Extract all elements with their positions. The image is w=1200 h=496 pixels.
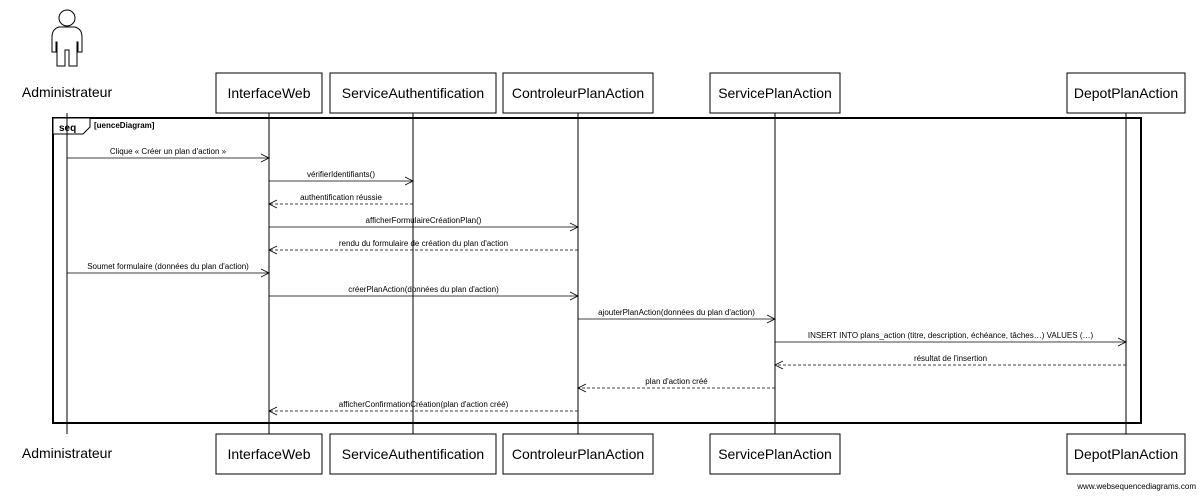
message-8-label: ajouterPlanAction(données du plan d'acti… xyxy=(598,308,755,317)
participant-svc-bottom: ServicePlanAction xyxy=(709,433,841,475)
participant-auth-bottom-box xyxy=(329,433,497,475)
participant-repo-top: DepotPlanAction xyxy=(1066,72,1186,114)
message-12-label: afficherConfirmationCréation(plan d'acti… xyxy=(339,400,509,409)
message-3-label: authentification réussie xyxy=(300,193,382,202)
message-4-arrowhead xyxy=(569,222,579,232)
participant-admin-bottom: Administrateur xyxy=(22,445,113,461)
message-11: plan d'action créé xyxy=(577,377,775,393)
message-10: résultat de l'insertion xyxy=(774,354,1126,370)
message-12: afficherConfirmationCréation(plan d'acti… xyxy=(268,400,578,416)
participant-ctrl-top-box xyxy=(502,72,654,114)
message-1-label: Clique « Créer un plan d'action » xyxy=(110,147,227,156)
participant-web-top-label: InterfaceWeb xyxy=(227,85,310,101)
message-5-arrowhead xyxy=(268,245,278,255)
participant-admin-top-label: Administrateur xyxy=(22,84,113,100)
message-7-label: créerPlanAction(données du plan d'action… xyxy=(348,285,499,294)
participant-svc-top-label: ServicePlanAction xyxy=(718,85,832,101)
participant-ctrl-top-label: ControleurPlanAction xyxy=(512,85,644,101)
participant-web-bottom-box xyxy=(215,433,323,475)
message-1: Clique « Créer un plan d'action » xyxy=(67,147,270,163)
message-10-arrowhead xyxy=(774,360,784,370)
message-9: INSERT INTO plans_action (titre, descrip… xyxy=(775,331,1127,347)
participant-ctrl-bottom: ControleurPlanAction xyxy=(502,433,654,475)
message-3-arrowhead xyxy=(268,199,278,209)
participant-repo-bottom-label: DepotPlanAction xyxy=(1074,446,1178,462)
message-1-arrowhead xyxy=(260,153,270,163)
message-2-label: vérifierIdentifiants() xyxy=(307,170,375,179)
participant-admin-bottom-label: Administrateur xyxy=(22,445,113,461)
frame-label: seq xyxy=(59,123,76,134)
frame-text: [uenceDiagram] xyxy=(94,121,155,130)
participant-repo-top-label: DepotPlanAction xyxy=(1074,85,1178,101)
message-2-arrowhead xyxy=(404,176,414,186)
participant-auth-top: ServiceAuthentification xyxy=(329,72,497,114)
participant-web-bottom-label: InterfaceWeb xyxy=(227,446,310,462)
participant-web-top-box xyxy=(215,72,323,114)
participant-auth-bottom-label: ServiceAuthentification xyxy=(342,446,484,462)
participant-ctrl-bottom-label: ControleurPlanAction xyxy=(512,446,644,462)
participant-svc-bottom-label: ServicePlanAction xyxy=(718,446,832,462)
participants-bottom: Administrateur InterfaceWeb ServiceAuthent… xyxy=(22,433,1186,475)
participant-ctrl-top: ControleurPlanAction xyxy=(502,72,654,114)
participant-web-top: InterfaceWeb xyxy=(215,72,323,114)
message-7-arrowhead xyxy=(569,291,579,301)
participant-svc-top: ServicePlanAction xyxy=(709,72,841,114)
message-3: authentification réussie xyxy=(268,193,413,209)
message-5-label: rendu du formulaire de création du plan … xyxy=(339,239,508,248)
message-7: créerPlanAction(données du plan d'action… xyxy=(269,285,579,301)
participant-auth-top-box xyxy=(329,72,497,114)
message-9-label: INSERT INTO plans_action (titre, descrip… xyxy=(808,331,1094,340)
participant-svc-bottom-box xyxy=(709,433,841,475)
message-8-arrowhead xyxy=(766,314,776,324)
message-12-arrowhead xyxy=(268,406,278,416)
participants-top: Administrateur InterfaceWeb ServiceAuthent… xyxy=(22,9,1186,114)
participant-ctrl-bottom-box xyxy=(502,433,654,475)
participant-auth-top-label: ServiceAuthentification xyxy=(342,85,484,101)
message-6-arrowhead xyxy=(260,268,270,278)
admin-actor-icon xyxy=(51,9,83,67)
message-6-label: Soumet formulaire (données du plan d'act… xyxy=(87,262,249,271)
message-11-arrowhead xyxy=(577,383,587,393)
participant-repo-top-box xyxy=(1066,72,1186,114)
participant-auth-bottom: ServiceAuthentification xyxy=(329,433,497,475)
participant-web-bottom: InterfaceWeb xyxy=(215,433,323,475)
messages: Clique « Créer un plan d'action » vérifie… xyxy=(67,147,1127,416)
message-8: ajouterPlanAction(données du plan d'acti… xyxy=(578,308,776,324)
message-4-label: afficherFormulaireCréationPlan() xyxy=(366,216,482,225)
message-6: Soumet formulaire (données du plan d'act… xyxy=(67,262,270,278)
participant-admin-top: Administrateur xyxy=(22,84,113,100)
participant-repo-bottom: DepotPlanAction xyxy=(1066,433,1186,475)
lifelines xyxy=(66,113,1127,434)
message-5: rendu du formulaire de création du plan … xyxy=(268,239,578,255)
participant-repo-bottom-box xyxy=(1066,433,1186,475)
participant-svc-top-box xyxy=(709,72,841,114)
message-11-label: plan d'action créé xyxy=(645,377,708,386)
message-4: afficherFormulaireCréationPlan() xyxy=(269,216,579,232)
message-10-label: résultat de l'insertion xyxy=(914,354,987,363)
footer-credit: www.websequencediagrams.com xyxy=(1076,482,1196,491)
message-9-arrowhead xyxy=(1117,337,1127,347)
sequence-frame: seq [uenceDiagram] xyxy=(52,117,1142,424)
message-2: vérifierIdentifiants() xyxy=(269,170,414,186)
